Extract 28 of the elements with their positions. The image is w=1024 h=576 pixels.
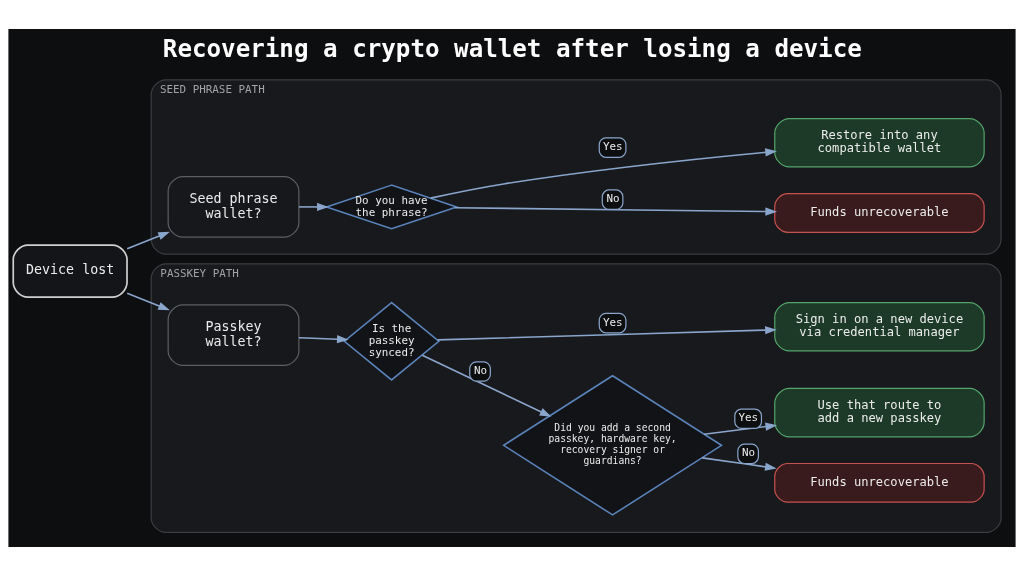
arrow	[126, 231, 170, 250]
node-diamond: Do you have the phrase?	[324, 184, 460, 230]
arrow	[454, 206, 777, 216]
arrow	[298, 335, 349, 344]
node-box: Sign in on a new device via credential manager	[774, 301, 985, 352]
node-diamond: Is the passkey synced?	[343, 301, 440, 381]
edge-label: Yes	[602, 315, 623, 329]
node-diamond: Did you add a second passkey, hardware key, recovery signer or guardians?	[502, 374, 723, 516]
arrow	[436, 326, 777, 341]
node-box: Funds unrecoverable	[774, 462, 985, 503]
arrow	[421, 354, 552, 417]
node-box: Passkey wallet?	[167, 304, 300, 367]
edge-label: Yes	[602, 140, 623, 154]
arrow	[298, 202, 329, 211]
edge-label: No	[742, 446, 756, 460]
node-box: Use that route to add a new passkey	[774, 387, 985, 438]
edge-label: Yes	[738, 411, 759, 425]
node-box: Funds unrecoverable	[774, 193, 985, 233]
diagram-title: Recovering a crypto wallet after losing a device	[162, 34, 862, 63]
arrow	[429, 148, 777, 199]
edge-label: No	[606, 192, 620, 206]
arrow	[701, 457, 777, 471]
arrow	[703, 422, 778, 435]
node-box: Device lost	[12, 244, 128, 298]
edge-label: No	[474, 364, 488, 378]
arrow	[126, 292, 170, 311]
node-box: Seed phrase wallet?	[167, 176, 300, 238]
node-box: Restore into any compatible wallet	[774, 117, 985, 168]
